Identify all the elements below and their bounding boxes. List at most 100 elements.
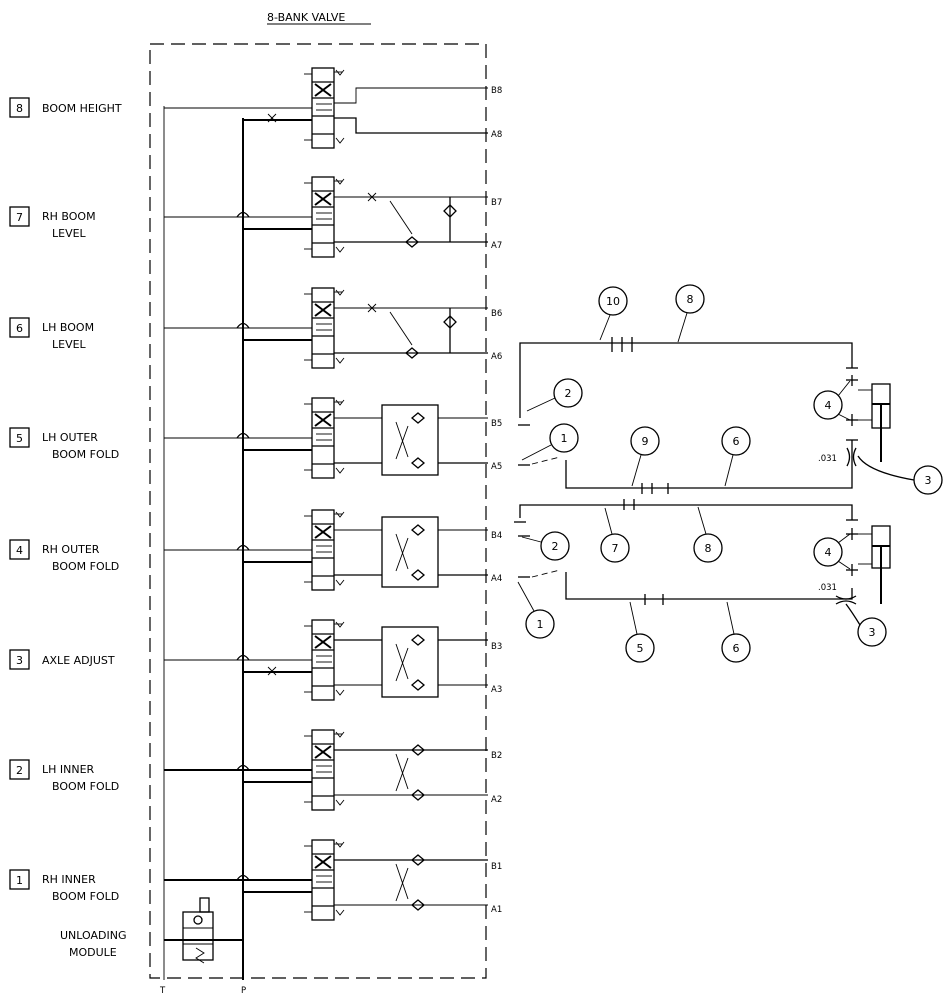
- port-label-b2: B2: [491, 751, 502, 761]
- port-label-a6: A6: [491, 352, 502, 362]
- section-2-name-line2: BOOM FOLD: [52, 780, 119, 793]
- callout-7: 7: [600, 507, 630, 563]
- section-6-name-line2: LEVEL: [52, 338, 87, 351]
- svg-text:1: 1: [561, 432, 568, 445]
- port-labels: B8 A8 B7 A7 B6 A6 B5 A5 B4 A4 B3 A3 B2 A…: [491, 86, 502, 915]
- section-8-number: 8: [16, 102, 23, 115]
- section-3-label: 3 AXLE ADJUST: [9, 649, 115, 670]
- diagram-title: 8-BANK VALVE: [267, 11, 345, 24]
- svg-text:1: 1: [537, 618, 544, 631]
- svg-text:2: 2: [552, 540, 559, 553]
- section-valves: [164, 67, 488, 921]
- callout-4-lower: 4: [813, 533, 851, 570]
- port-label-a2: A2: [491, 795, 502, 805]
- section-3-valve: [164, 619, 488, 701]
- port-label-a4: A4: [491, 574, 502, 584]
- section-6-valve: [164, 287, 488, 369]
- section-8-name: BOOM HEIGHT: [42, 102, 122, 115]
- section-6-number: 6: [16, 322, 23, 335]
- unloading-module: UNLOADING MODULE: [60, 897, 243, 964]
- callout-6-upper: 6: [721, 426, 751, 487]
- svg-text:9: 9: [642, 435, 649, 448]
- section-4-name: RH OUTER: [42, 543, 100, 556]
- svg-text:3: 3: [925, 474, 932, 487]
- port-label-b3: B3: [491, 642, 502, 652]
- section-2-name: LH INNER: [42, 763, 95, 776]
- section-7-number: 7: [16, 211, 23, 224]
- callout-3-upper: 3: [857, 455, 943, 495]
- port-label-a5: A5: [491, 462, 502, 472]
- orifice-label-upper: .031: [818, 454, 837, 464]
- unloading-label-line1: UNLOADING: [60, 929, 126, 942]
- port-label-b4: B4: [491, 531, 502, 541]
- port-label-a3: A3: [491, 685, 502, 695]
- section-5-number: 5: [16, 432, 23, 445]
- section-1-label: 1 RH INNER BOOM FOLD: [9, 869, 119, 903]
- callout-1-upper: 1: [521, 423, 579, 461]
- section-1-number: 1: [16, 874, 23, 887]
- callout-4-upper: 4: [813, 380, 851, 421]
- valve-body-outline: [149, 43, 487, 979]
- port-label-b8: B8: [491, 86, 502, 96]
- section-8-label: 8 BOOM HEIGHT: [9, 97, 122, 118]
- section-4-valve: [164, 509, 488, 591]
- section-5-name: LH OUTER: [42, 431, 98, 444]
- port-label-b6: B6: [491, 309, 502, 319]
- svg-text:8: 8: [687, 293, 694, 306]
- section-5-name-line2: BOOM FOLD: [52, 448, 119, 461]
- svg-text:5: 5: [637, 642, 644, 655]
- svg-text:10: 10: [606, 295, 620, 308]
- svg-text:4: 4: [825, 399, 832, 412]
- port-label-a8: A8: [491, 130, 502, 140]
- section-5-label: 5 LH OUTER BOOM FOLD: [9, 427, 119, 461]
- callout-10: 10: [598, 286, 628, 341]
- port-label-b7: B7: [491, 198, 502, 208]
- port-label-a7: A7: [491, 241, 502, 251]
- svg-text:3: 3: [869, 626, 876, 639]
- section-3-number: 3: [16, 654, 23, 667]
- section-2-number: 2: [16, 764, 23, 777]
- section-1-name: RH INNER: [42, 873, 96, 886]
- section-1-valve: [164, 839, 488, 921]
- section-3-name: AXLE ADJUST: [42, 654, 115, 667]
- svg-text:7: 7: [612, 542, 619, 555]
- callout-6-lower: 6: [721, 601, 751, 663]
- section-2-label: 2 LH INNER BOOM FOLD: [9, 759, 119, 793]
- section-7-valve: [164, 176, 488, 258]
- callout-3-lower: 3: [845, 603, 887, 647]
- section-2-valve: [164, 729, 488, 811]
- port-label-b1: B1: [491, 862, 502, 872]
- port-label-t: T: [159, 986, 166, 996]
- callout-2-upper: 2: [526, 378, 583, 412]
- port-label-a1: A1: [491, 905, 502, 915]
- section-4-number: 4: [16, 544, 23, 557]
- section-7-name-line2: LEVEL: [52, 227, 87, 240]
- section-7-label: 7 RH BOOM LEVEL: [9, 206, 96, 240]
- section-6-name: LH BOOM: [42, 321, 94, 334]
- lh-outer-fold-circuit: [518, 337, 891, 494]
- callout-8-top: 8: [675, 284, 705, 343]
- svg-text:8: 8: [705, 542, 712, 555]
- svg-text:6: 6: [733, 435, 740, 448]
- section-4-name-line2: BOOM FOLD: [52, 560, 119, 573]
- section-5-valve: [164, 397, 488, 479]
- section-6-label: 6 LH BOOM LEVEL: [9, 317, 94, 351]
- unloading-label-line2: MODULE: [69, 946, 117, 959]
- section-8-valve: [164, 67, 488, 149]
- svg-text:4: 4: [825, 546, 832, 559]
- callout-9: 9: [630, 426, 660, 487]
- section-4-label: 4 RH OUTER BOOM FOLD: [9, 539, 119, 573]
- port-label-p: P: [241, 986, 246, 996]
- callout-8-lower: 8: [693, 506, 723, 563]
- section-7-name: RH BOOM: [42, 210, 96, 223]
- orifice-label-lower: .031: [818, 583, 837, 593]
- rh-outer-fold-circuit: [514, 499, 891, 605]
- svg-text:6: 6: [733, 642, 740, 655]
- port-label-b5: B5: [491, 419, 502, 429]
- callout-1-lower: 1: [517, 581, 555, 639]
- callout-2-lower: 2: [521, 531, 570, 561]
- section-1-name-line2: BOOM FOLD: [52, 890, 119, 903]
- callout-5: 5: [625, 601, 655, 663]
